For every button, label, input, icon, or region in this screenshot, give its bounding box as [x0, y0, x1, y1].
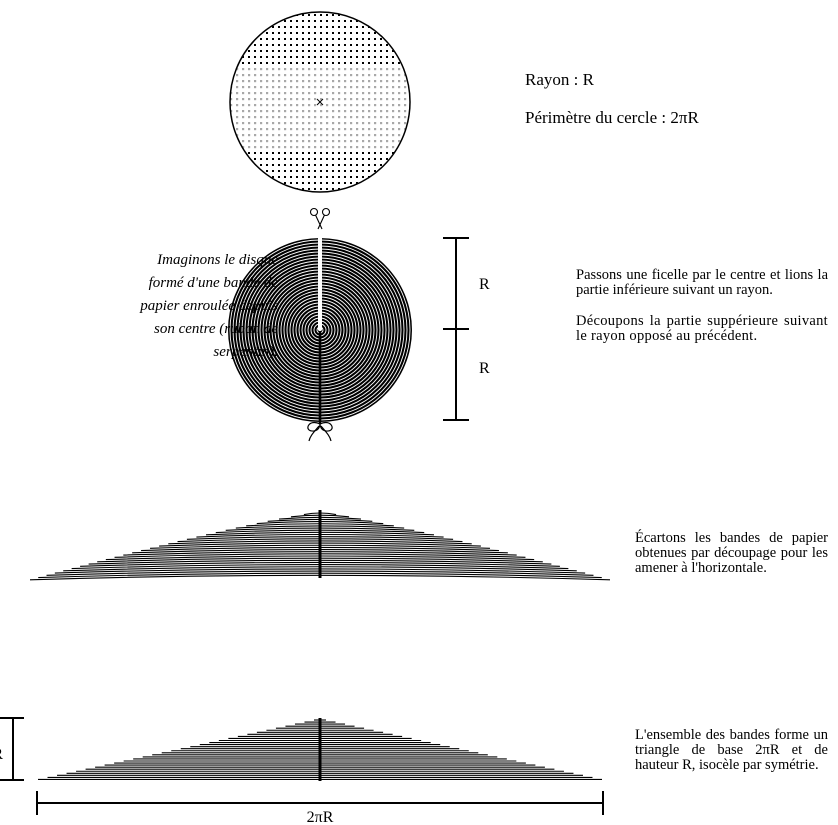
center-cross-icon	[316, 98, 324, 106]
knot-icon	[307, 422, 333, 442]
disk-intro-text: Imaginons le disque formé d'une bande de…	[140, 252, 278, 360]
radius-label: Rayon : R	[525, 70, 594, 89]
paper-disk	[228, 238, 412, 424]
disk-lower-radius-label: R	[479, 360, 490, 377]
triangle-strips	[38, 718, 602, 781]
triangle-base-dimension	[36, 791, 604, 815]
triangle-height-bracket	[0, 717, 24, 781]
disk-upper-radius-label: R	[479, 276, 490, 293]
triangle-height-label: R	[0, 746, 3, 763]
step-cut-text: Découpons la partie suppérieure suivant …	[576, 313, 828, 344]
step-spread-text: Écartons les bandes de papier obtenues p…	[635, 530, 828, 576]
step-string-text: Passons une ficelle par le centre et lio…	[576, 267, 828, 298]
step-triangle-text: L'ensemble des bandes forme un triangle …	[635, 727, 828, 773]
disk-dimension-brackets	[443, 237, 469, 421]
perimeter-label: Périmètre du cercle : 2πR	[525, 108, 699, 127]
spread-strips	[29, 510, 611, 581]
triangle-base-label: 2πR	[307, 809, 334, 825]
perimeter-circle	[229, 11, 411, 193]
scissors-icon	[309, 207, 331, 230]
